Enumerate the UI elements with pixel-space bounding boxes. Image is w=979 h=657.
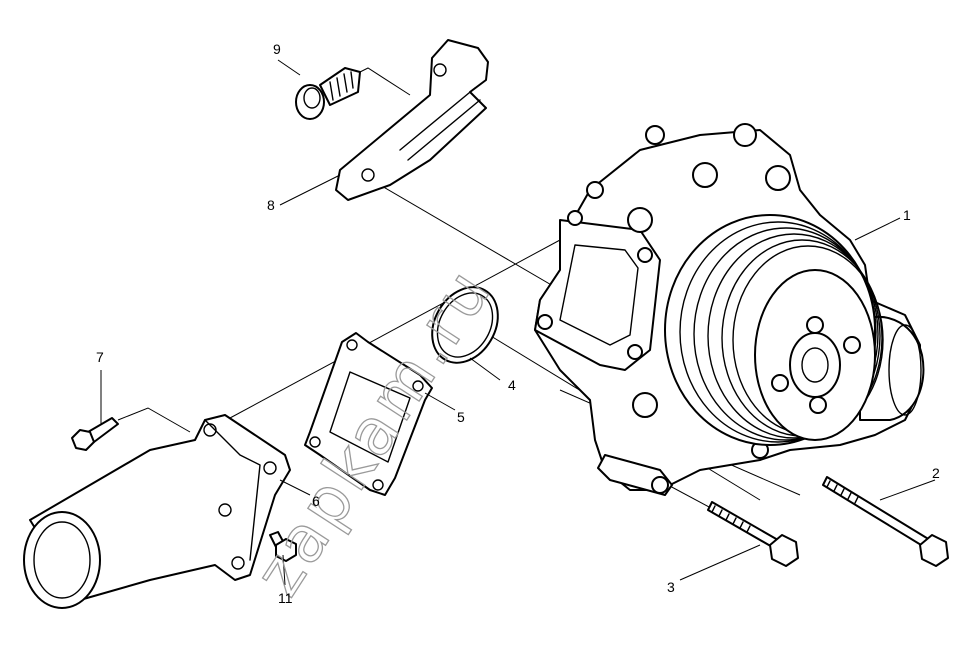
bolt-9 [295, 67, 361, 120]
callout-2: 2 [932, 465, 940, 481]
water-pump-body [534, 123, 925, 496]
callout-1: 1 [903, 207, 911, 223]
leader-lines [100, 59, 936, 586]
callout-5: 5 [457, 409, 465, 425]
callout-11: 11 [278, 590, 293, 606]
callout-9: 9 [273, 41, 281, 57]
inlet-pipe [23, 414, 291, 609]
bolt-11 [269, 531, 297, 562]
callout-8: 8 [267, 197, 275, 213]
o-ring [431, 286, 499, 364]
callout-3: 3 [667, 579, 675, 595]
callout-6: 6 [312, 493, 320, 509]
callout-7: 7 [96, 349, 104, 365]
bolt-2 [822, 476, 949, 567]
bolt-3 [707, 501, 799, 567]
callout-4: 4 [508, 377, 516, 393]
gasket [304, 332, 433, 496]
bolt-7 [71, 417, 119, 451]
mounting-bracket [335, 39, 489, 201]
watermark-text: zapkam.ru [241, 255, 507, 609]
